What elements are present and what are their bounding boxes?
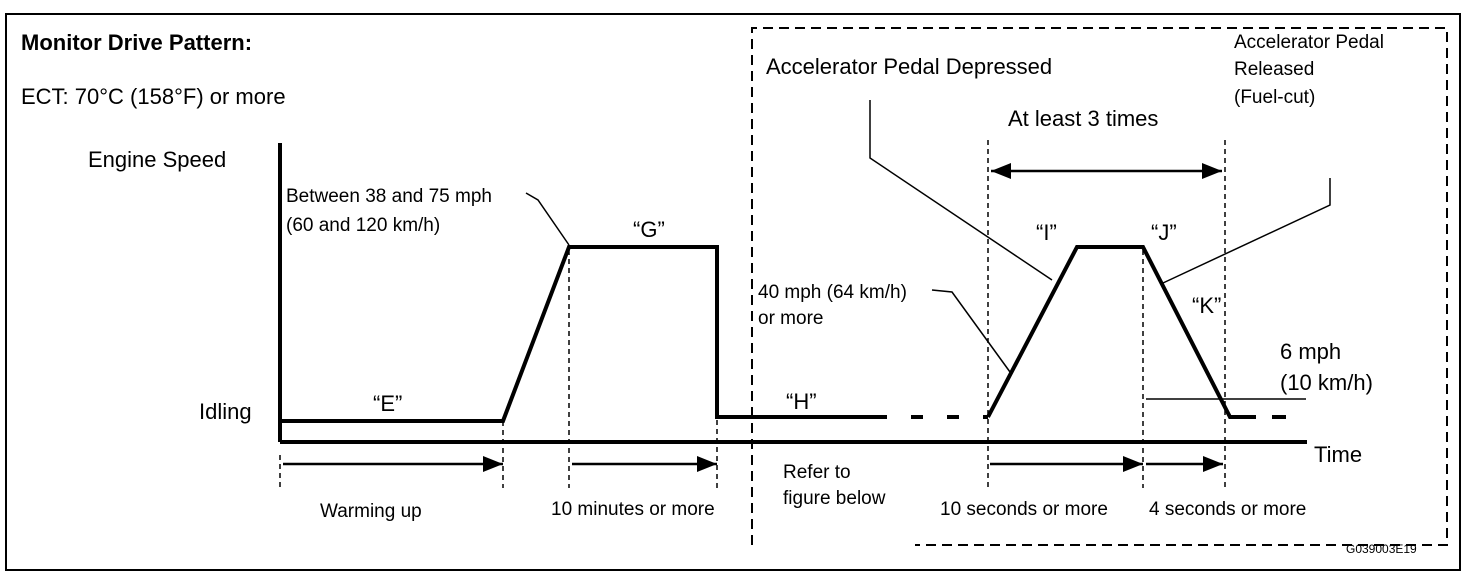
accelerator-dashed-box [751, 27, 1448, 546]
stage-k-label: “K” [1192, 293, 1221, 318]
ect-condition: ECT: 70°C (158°F) or more [21, 84, 286, 109]
refer-label-line2: figure below [783, 488, 886, 509]
figure-code: G039003E19 [1346, 542, 1417, 556]
ten-seconds-label: 10 seconds or more [940, 499, 1108, 520]
speed-range-line1: Between 38 and 75 mph [286, 186, 492, 207]
forty-mph-line2: or more [758, 308, 823, 329]
refer-label-line1: Refer to [783, 462, 851, 483]
range-leader [525, 192, 570, 246]
stage-g-label: “G” [633, 217, 665, 242]
warming-up-label: Warming up [320, 501, 422, 522]
four-seconds-label: 4 seconds or more [1149, 499, 1306, 520]
stage-e-label: “E” [373, 391, 402, 416]
speed-range-line2: (60 and 120 km/h) [286, 215, 440, 236]
six-mph-line2: (10 km/h) [1280, 370, 1373, 395]
forty-mph-line1: 40 mph (64 km/h) [758, 282, 907, 303]
x-axis-label: Time [1314, 442, 1362, 467]
released-label-line1: Accelerator Pedal [1234, 32, 1384, 53]
stage-j-label: “J” [1151, 220, 1177, 245]
speed-profile-e-g-h [280, 245, 875, 423]
speed-profile-i-j-k [986, 245, 1242, 419]
idling-label: Idling [199, 399, 252, 424]
depressed-label: Accelerator Pedal Depressed [766, 54, 1052, 79]
stage-i-label: “I” [1036, 220, 1057, 245]
depressed-leader [869, 100, 1053, 281]
forty-mph-leader [931, 289, 1011, 373]
page-title: Monitor Drive Pattern: [21, 30, 252, 55]
stage-h-label: “H” [786, 389, 817, 414]
released-label-line3: (Fuel-cut) [1234, 87, 1315, 108]
released-leader [1162, 178, 1331, 284]
outer-frame [5, 13, 1461, 571]
ten-minutes-label: 10 minutes or more [551, 499, 715, 520]
repeat-label: At least 3 times [1008, 106, 1158, 131]
released-label-line2: Released [1234, 59, 1314, 80]
y-axis-label: Engine Speed [88, 147, 226, 172]
six-mph-line1: 6 mph [1280, 339, 1341, 364]
